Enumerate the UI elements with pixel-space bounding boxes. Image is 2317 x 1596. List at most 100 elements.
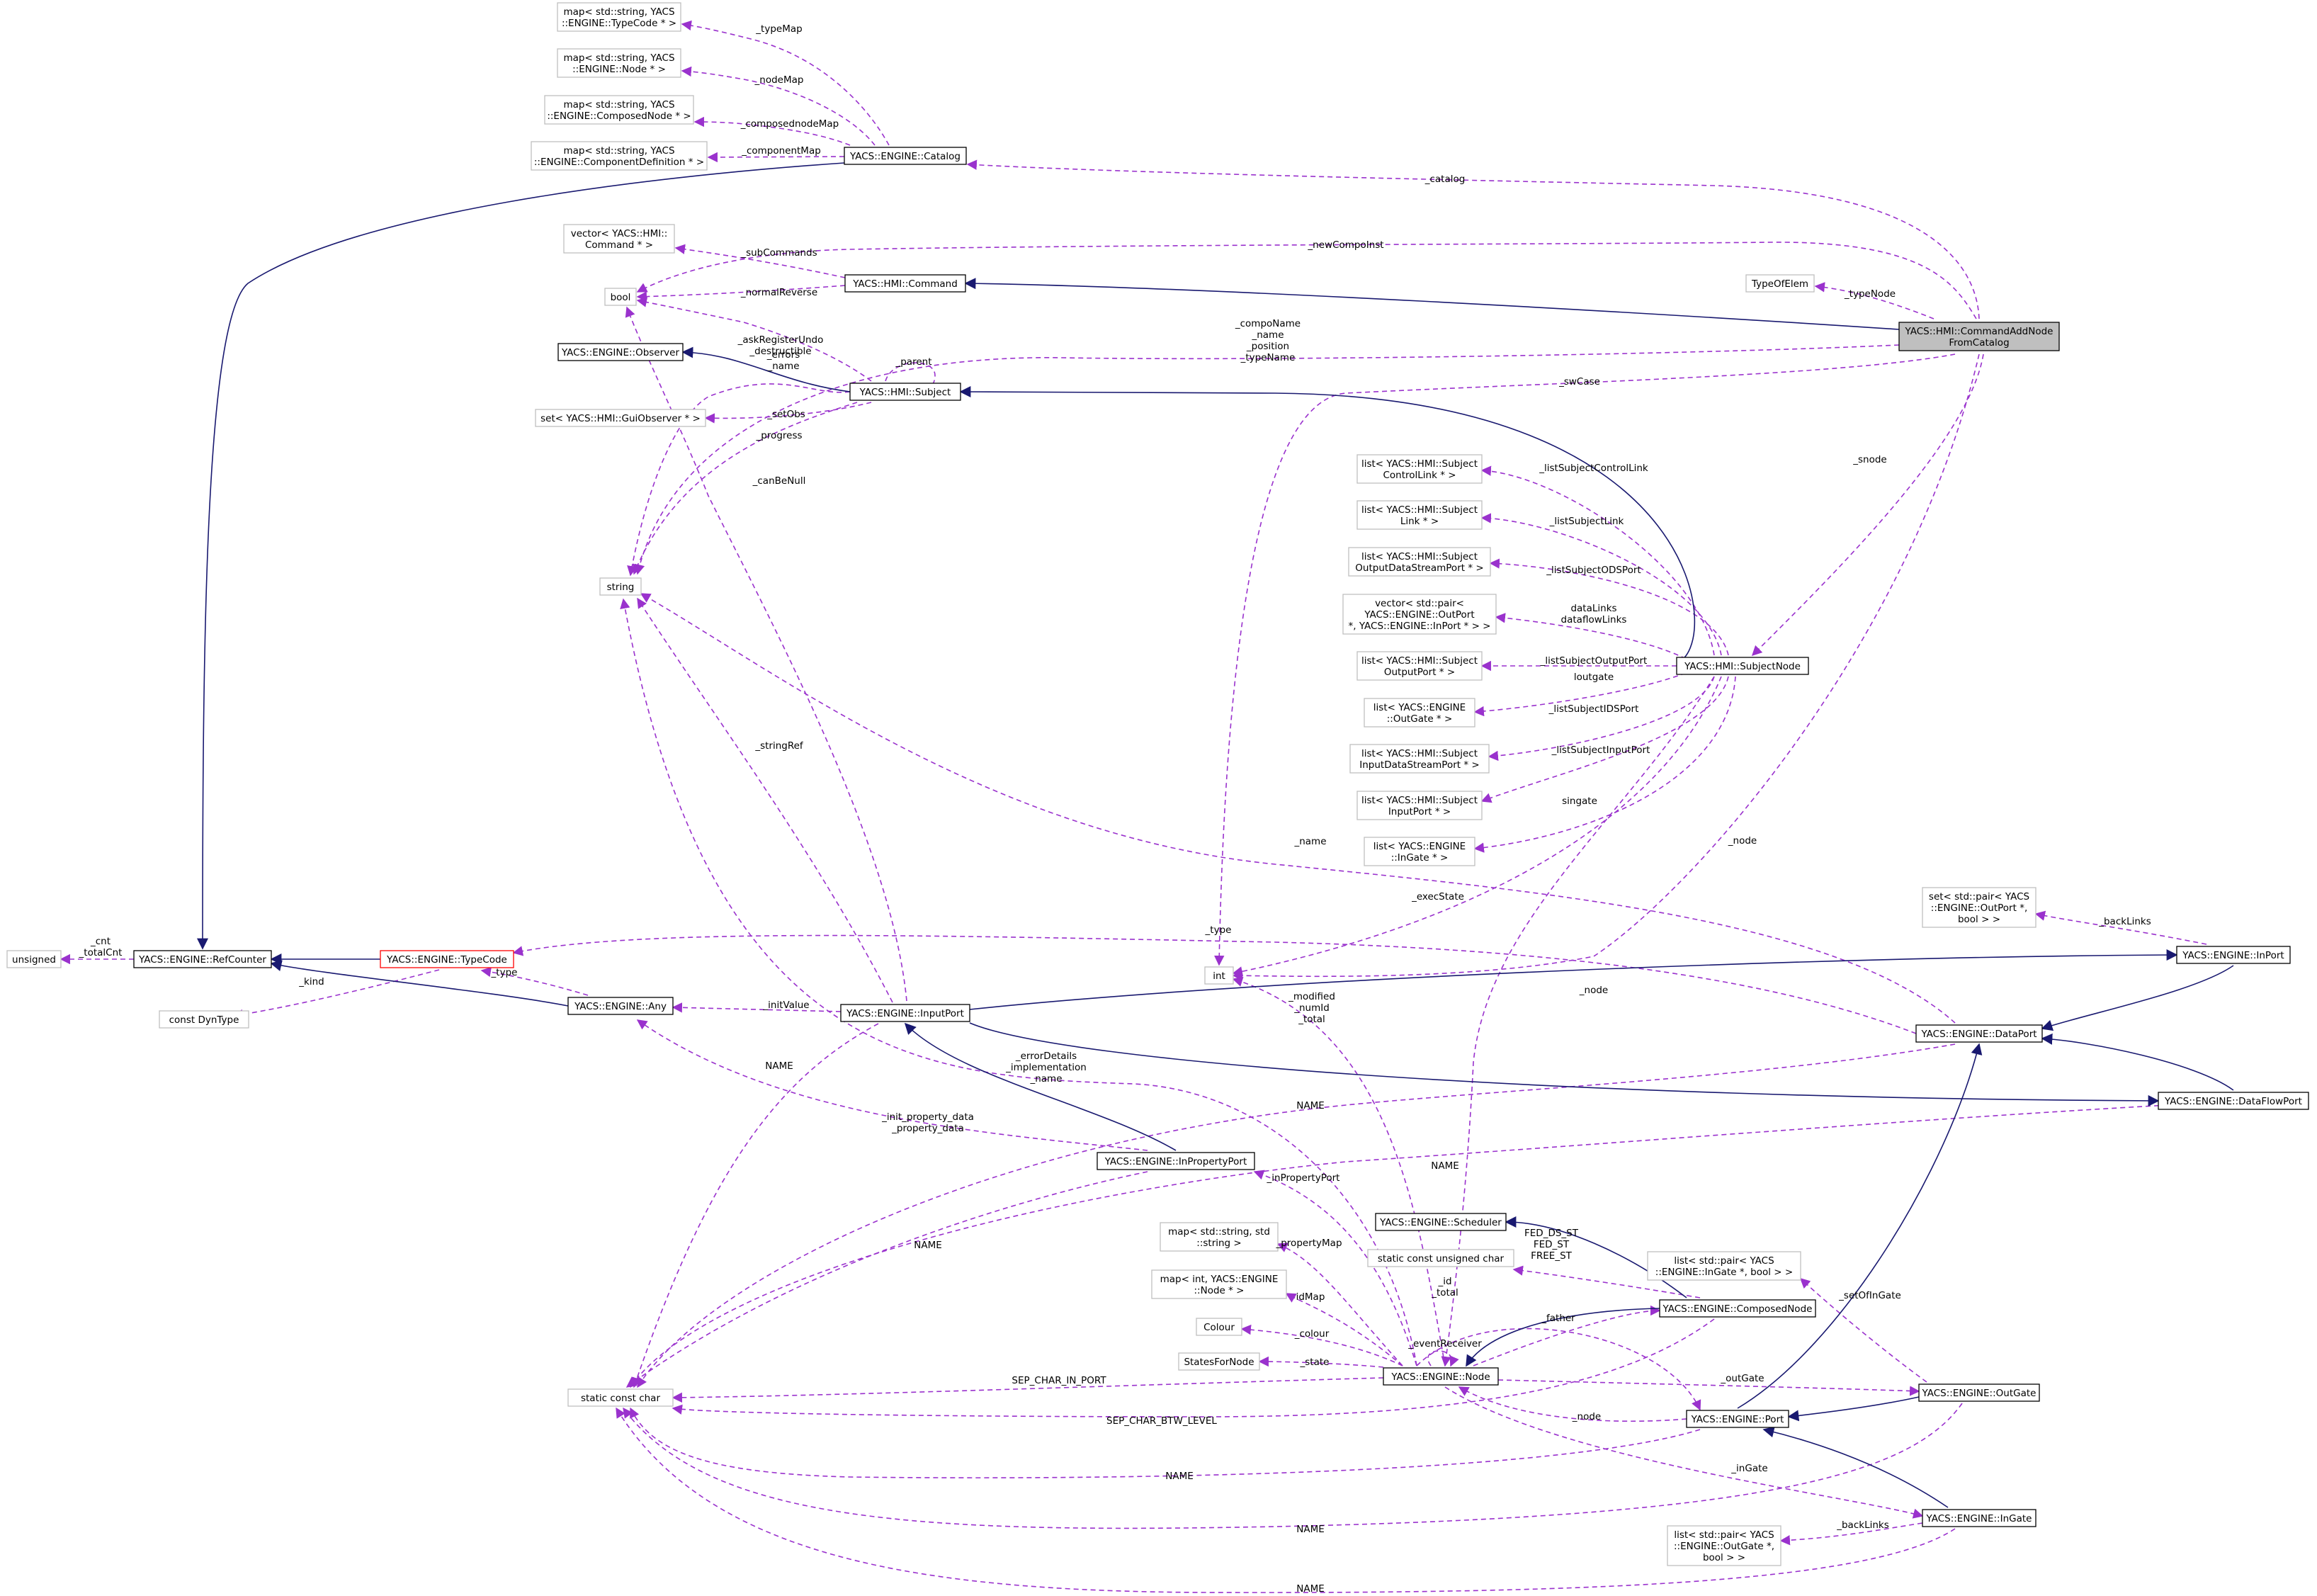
edge-label-loutgate: loutgate: [1574, 672, 1614, 683]
inheritance-edge: [959, 386, 1696, 663]
edge-label-parent: _parent: [895, 356, 931, 368]
class-node-outgate[interactable]: YACS::ENGINE::OutGate: [1918, 1383, 2040, 1402]
inheritance-edge: [1737, 1043, 1983, 1409]
usage-edge-datalinks: [1495, 613, 1687, 660]
node-label: YACS::ENGINE::Scheduler: [1379, 1217, 1502, 1228]
node-box: [1348, 547, 1491, 577]
node-box: [1676, 657, 1809, 675]
node-label: list< YACS::HMI::Subject: [1361, 551, 1478, 562]
node-label: vector< YACS::HMI::: [571, 228, 668, 239]
node-label: bool: [611, 292, 631, 303]
edge-label-sep_btw: SEP_CHAR_BTW_LEVEL: [1106, 1415, 1217, 1427]
usage-edge-execstate: [1232, 676, 1722, 977]
edge-label-initproperty: _init_property_data: [881, 1111, 974, 1123]
node-label: YACS::HMI::SubjectNode: [1684, 661, 1801, 672]
node-box: [557, 48, 681, 78]
node-label: TypeOfElem: [1751, 278, 1808, 290]
edge-label-name_inputport: NAME: [765, 1060, 793, 1072]
node-label: ::OutGate * >: [1387, 713, 1453, 725]
class-node-componentmap-type: map< std::string, YACS::ENGINE::Componen…: [531, 141, 708, 171]
node-label: OutputPort * >: [1384, 667, 1455, 678]
edge-label-outgate: _outGate: [1720, 1373, 1764, 1384]
node-label: YACS::HMI::CommandAddNode: [1905, 326, 2053, 337]
node-label: set< std::pair< YACS: [1929, 891, 2029, 902]
edge-label-colour: _colour: [1294, 1328, 1330, 1340]
class-node-dataflowport[interactable]: YACS::ENGINE::DataFlowPort: [2158, 1092, 2309, 1110]
class-node-bool: bool: [604, 288, 637, 306]
class-node-refcounter[interactable]: YACS::ENGINE::RefCounter: [133, 950, 272, 968]
node-box: [1922, 887, 2036, 928]
edge-label-initproperty: _property_data: [891, 1123, 964, 1134]
class-node-inputport[interactable]: YACS::ENGINE::InputPort: [840, 1004, 970, 1022]
node-label: map< std::string, YACS: [563, 52, 674, 64]
node-label: list< std::pair< YACS: [1674, 1529, 1774, 1541]
class-node-inport[interactable]: YACS::ENGINE::InPort: [2176, 946, 2291, 964]
class-node-any[interactable]: YACS::ENGINE::Any: [567, 997, 674, 1015]
node-box: [6, 950, 62, 968]
edge-label-id: _total: [1431, 1287, 1458, 1298]
edge-label-typenode: _typeNode: [1844, 288, 1896, 300]
class-node-dataport[interactable]: YACS::ENGINE::DataPort: [1915, 1024, 2043, 1043]
usage-edge-state: [1258, 1356, 1384, 1368]
edge-labels-layer: _typeMap_nodeMap_composednodeMap_compone…: [79, 23, 2151, 1595]
class-node-composednode[interactable]: YACS::ENGINE::ComposedNode: [1659, 1299, 1816, 1318]
node-box: [1667, 1525, 1781, 1566]
class-node-node[interactable]: YACS::ENGINE::Node: [1383, 1367, 1499, 1386]
class-node-inpropertyport[interactable]: YACS::ENGINE::InPropertyPort: [1097, 1152, 1255, 1170]
node-label: Command * >: [585, 239, 653, 251]
usage-edge-progress: [633, 402, 858, 575]
class-node-port[interactable]: YACS::ENGINE::Port: [1686, 1410, 1789, 1428]
node-label: ::ENGINE::OutPort *,: [1931, 902, 2027, 914]
usage-edge-backlinks_inport: [2034, 910, 2207, 945]
edge-label-cnt: _totalCnt: [79, 947, 123, 958]
class-node-ingate[interactable]: YACS::ENGINE::InGate: [1922, 1509, 2036, 1527]
class-node-typecode[interactable]: YACS::ENGINE::TypeCode: [380, 950, 514, 968]
node-label: OutputDataStreamPort * >: [1355, 562, 1483, 574]
class-node-subjectnode[interactable]: YACS::HMI::SubjectNode: [1676, 657, 1809, 675]
edge-label-errors: _errors: [766, 349, 800, 361]
edge-label-backlinks_inport: _backLinks: [2098, 916, 2151, 927]
class-node-set-backlinks: set< std::pair< YACS::ENGINE::OutPort *,…: [1922, 887, 2036, 928]
node-label: YACS::ENGINE::TypeCode: [386, 954, 507, 966]
node-label: YACS::HMI::Subject: [859, 387, 951, 398]
node-box: [380, 950, 514, 968]
node-label: int: [1213, 970, 1225, 982]
class-node-vector-pair: vector< std::pair<YACS::ENGINE::OutPort*…: [1342, 594, 1497, 635]
node-box: [1364, 698, 1475, 728]
node-label: YACS::ENGINE::Any: [574, 1001, 667, 1012]
inheritance-edge: [1762, 1426, 1949, 1508]
class-node-static-uchar: static const unsigned char: [1367, 1249, 1514, 1267]
class-node-list-ingate: list< YACS::ENGINE::InGate * >: [1364, 837, 1475, 866]
edge-label-name_string: _name: [1293, 836, 1326, 847]
node-label: bool > >: [1958, 914, 2000, 925]
edge-label-askregister: _askRegisterUndo: [737, 334, 824, 346]
node-box: [844, 147, 967, 165]
edge-label-errors: _name: [766, 361, 799, 372]
edge-label-snode: _snode: [1852, 454, 1886, 465]
class-node-subject[interactable]: YACS::HMI::Subject: [849, 383, 961, 401]
usage-edge-name_port: [630, 1407, 1701, 1478]
edge-label-name_ingate: NAME: [1296, 1583, 1325, 1595]
class-node-list-outputport: list< YACS::HMI::SubjectOutputPort * >: [1356, 651, 1483, 681]
edge-label-errordetails: _errorDetails: [1015, 1051, 1077, 1062]
edge-label-datalinks: dataLinks: [1570, 603, 1616, 614]
edge-label-backlinks_ingate: _backLinks: [1836, 1519, 1889, 1531]
class-node-command[interactable]: YACS::HMI::Command: [844, 274, 966, 293]
class-node-observer[interactable]: YACS::ENGINE::Observer: [557, 343, 684, 361]
node-box: [1356, 500, 1483, 530]
class-node-scheduler[interactable]: YACS::ENGINE::Scheduler: [1375, 1213, 1507, 1231]
node-box: [1922, 1509, 2036, 1527]
usage-edge-canbenull: [625, 306, 907, 1002]
edge-label-node_int: _node: [1579, 985, 1608, 996]
class-node-catalog[interactable]: YACS::ENGINE::Catalog: [844, 147, 967, 165]
usage-edge-name_outgate: [623, 1403, 1963, 1529]
inheritance-edge: [270, 960, 569, 1007]
node-label: YACS::ENGINE::InGate: [1926, 1513, 2032, 1524]
class-node-int: int: [1204, 966, 1234, 985]
class-node-map-int: map< int, YACS::ENGINE::Node * >: [1151, 1269, 1287, 1299]
node-box: [1383, 1367, 1499, 1386]
class-node-list-controllink: list< YACS::HMI::SubjectControlLink * >: [1356, 454, 1483, 484]
usage-edge-normalreverse: [636, 285, 846, 302]
node-box: [1151, 1269, 1287, 1299]
